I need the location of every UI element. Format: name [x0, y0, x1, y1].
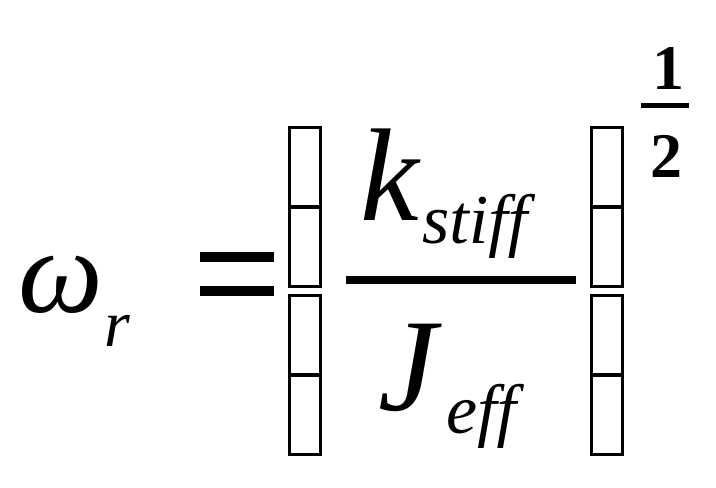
left-bracket-box — [288, 126, 322, 208]
right-bracket-box — [590, 206, 624, 288]
denominator-symbol: J — [378, 292, 437, 439]
omega-symbol: ω — [18, 205, 103, 338]
numerator-symbol: k — [360, 102, 419, 249]
fraction-bar — [346, 276, 576, 284]
right-bracket-box — [590, 374, 624, 456]
omega-subscript: r — [104, 288, 130, 361]
equals-bottom-bar — [200, 286, 274, 296]
equals-top-bar — [200, 252, 274, 262]
right-bracket-box — [590, 294, 624, 376]
exponent-fraction-bar — [641, 103, 689, 108]
left-bracket-box — [288, 294, 322, 376]
exponent-numerator: 1 — [652, 32, 684, 103]
equals-sign — [200, 252, 274, 296]
numerator-subscript: stiff — [422, 182, 528, 259]
left-bracket-box — [288, 206, 322, 288]
right-bracket-box — [590, 126, 624, 208]
exponent-denominator: 2 — [650, 120, 682, 191]
denominator-subscript: eff — [446, 372, 516, 449]
left-bracket-box — [288, 374, 322, 456]
